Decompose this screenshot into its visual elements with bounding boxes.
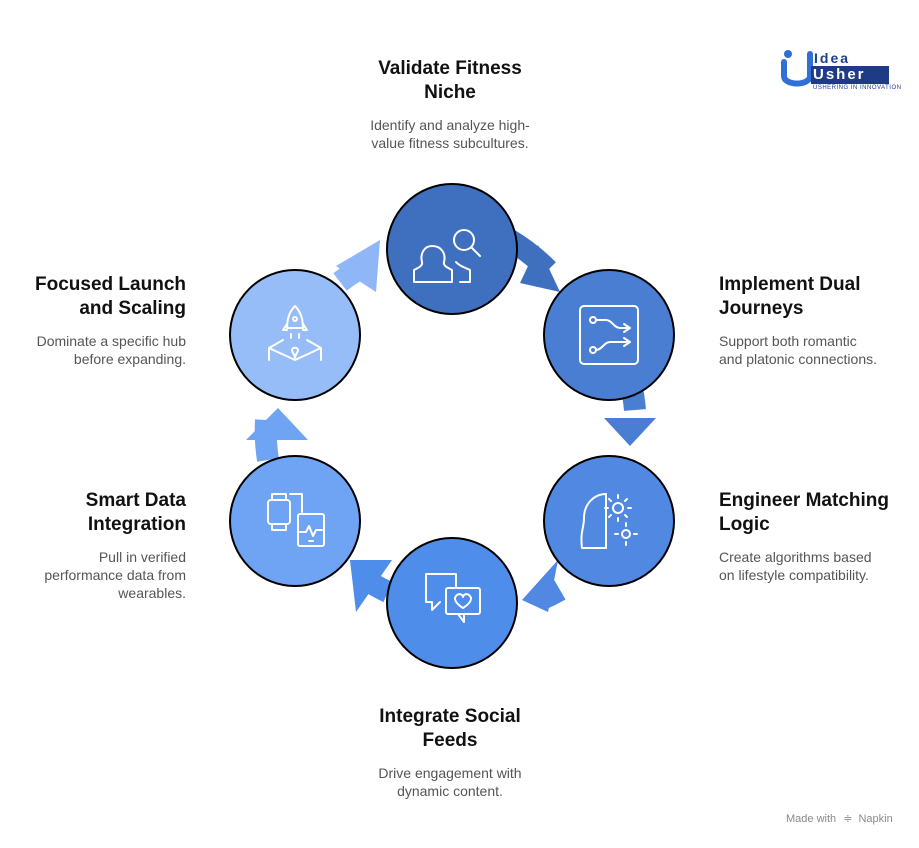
dual-path-icon [579,305,639,365]
step-circle-focused [229,269,361,401]
arrow-head-5 [246,408,308,440]
logo-usher-box: Usher [811,66,889,84]
made-with-napkin: Made with ≑ Napkin [786,812,893,825]
step-circle-implement [543,269,675,401]
gear-head-icon [580,493,638,549]
smartwatch-phone-icon [267,493,325,547]
arrow-head-1 [520,245,560,292]
logo-usher-text: Usher [813,66,866,83]
logo-tagline: USHERING IN INNOVATION [813,85,902,91]
step-circle-social [386,537,518,669]
made-with-text: Made with [786,813,837,825]
rocket-launch-icon [268,305,322,361]
step-desc-validate: Identify and analyze high-value fitness … [370,117,530,151]
idea-usher-logo: Idea Usher USHERING IN INNOVATION [781,48,901,94]
logo-idea-text: Idea [814,50,851,66]
napkin-brand-text: Napkin [858,813,893,825]
napkin-logo-icon: ≑ [843,813,853,825]
step-circle-engineer [543,455,675,587]
arrow-head-6 [336,240,380,292]
chat-heart-icon [425,573,481,623]
step-circle-validate [386,183,518,315]
arrow-head-2 [604,418,656,446]
arrow-head-3 [522,560,558,612]
arrow-head-4 [350,560,392,612]
logo-u-icon [781,50,813,87]
step-circle-smart [229,455,361,587]
user-search-icon [413,229,481,283]
